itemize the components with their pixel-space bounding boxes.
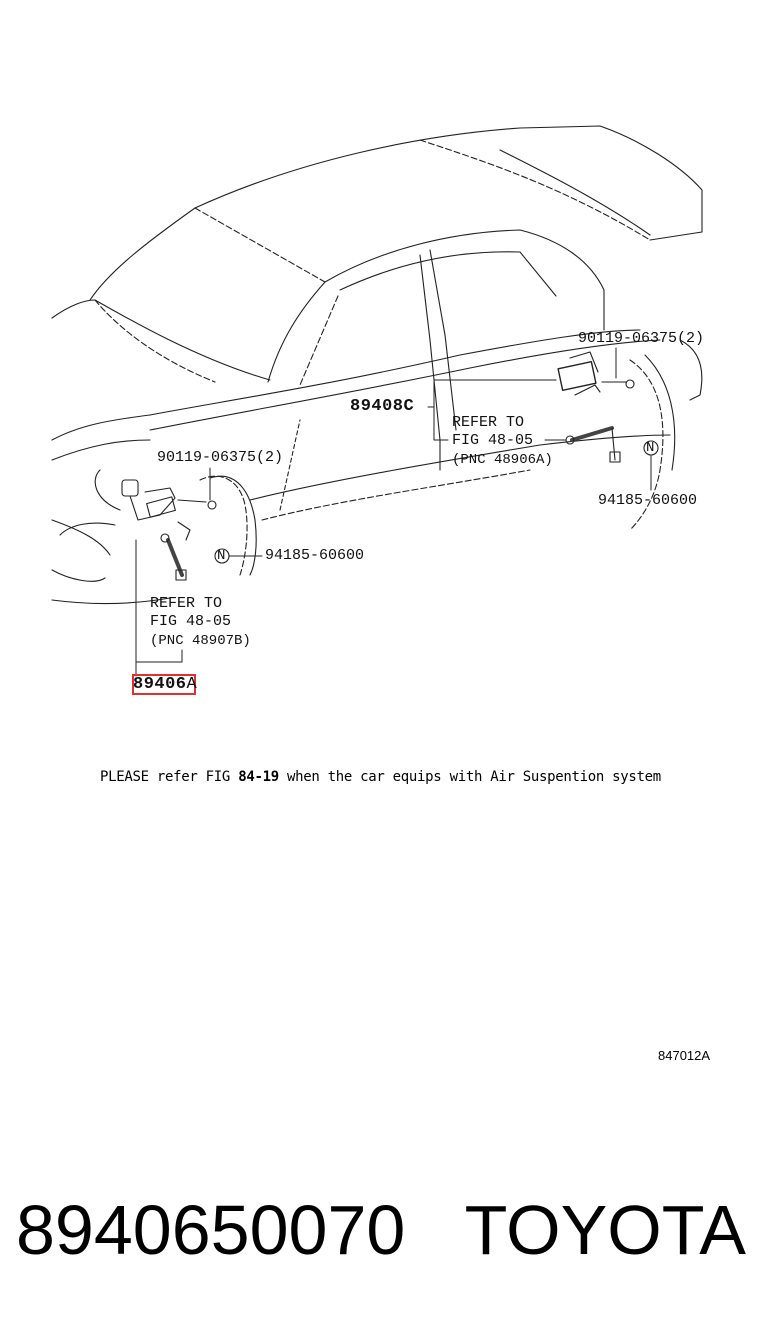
callout-front-sensor[interactable]: 89406A xyxy=(133,676,197,694)
callout-front-sensor-suffix: A xyxy=(186,675,198,694)
callout-bolt-rear: 90119-06375(2) xyxy=(578,330,705,347)
highlight-box xyxy=(132,674,196,695)
brand-name: TOYOTA xyxy=(464,1191,746,1269)
figure-code: 847012A xyxy=(658,1048,711,1063)
note-fig-ref: 84-19 xyxy=(238,769,279,785)
callout-nut-front: 94185-60600 xyxy=(265,547,365,564)
callout-rear-sensor: 89408C xyxy=(350,397,415,416)
nut-symbol-front: N xyxy=(217,548,226,564)
callout-front-refer-line1: REFER TO xyxy=(150,595,223,612)
note-prefix: PLEASE refer FIG xyxy=(100,769,239,785)
note-suffix: when the car equips with Air Suspention … xyxy=(278,769,661,785)
air-suspension-note: PLEASE refer FIG 84-19 when the car equi… xyxy=(100,769,661,785)
callout-rear-refer-line1: REFER TO xyxy=(452,414,525,431)
part-number: 8940650070 xyxy=(16,1191,406,1269)
callout-front-refer-line2: FIG 48-05 xyxy=(150,613,232,630)
callout-front-refer-pnc: (PNC 48907B) xyxy=(150,633,251,649)
callout-rear-refer-line2: FIG 48-05 xyxy=(452,432,534,449)
car-outline-drawing xyxy=(51,125,703,677)
nut-symbol-rear: N xyxy=(646,440,655,456)
callout-nut-rear: 94185-60600 xyxy=(598,492,698,509)
footer: 8940650070 TOYOTA xyxy=(16,1190,746,1270)
callout-bolt-front: 90119-06375(2) xyxy=(157,449,284,466)
parts-diagram: N N 90119-06375(2) 89408C REFER TO FIG 4… xyxy=(51,125,705,695)
callout-rear-refer-pnc: (PNC 48906A) xyxy=(452,452,553,468)
callout-front-sensor-number: 89406 xyxy=(133,675,187,694)
